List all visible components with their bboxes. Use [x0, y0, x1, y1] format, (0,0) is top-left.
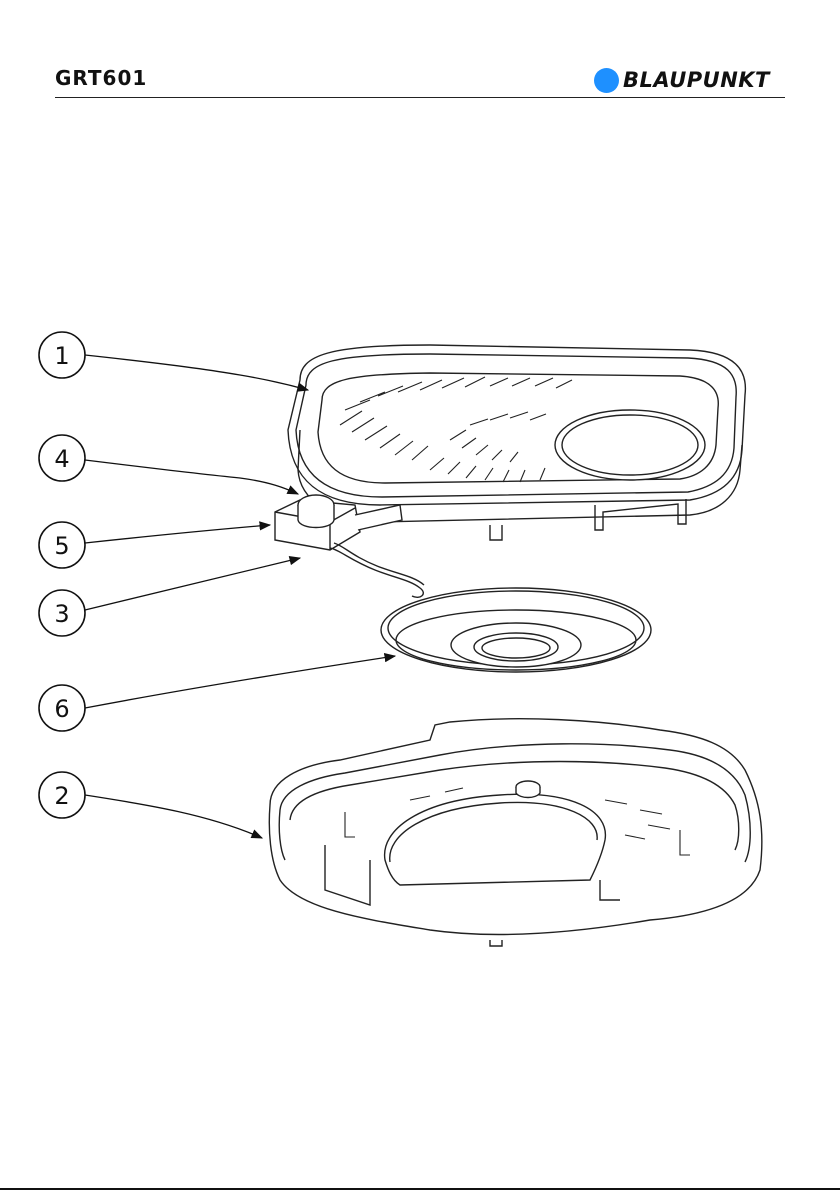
part-base — [269, 719, 762, 946]
callout-4: 4 — [39, 435, 298, 494]
callout-label: 6 — [54, 695, 69, 723]
footer-divider — [0, 1188, 840, 1190]
callout-1: 1 — [39, 332, 308, 390]
callout-6: 6 — [39, 656, 395, 731]
callout-2: 2 — [39, 772, 262, 838]
part-thermostat-control — [275, 495, 424, 597]
callout-5: 5 — [39, 522, 270, 568]
part-drip-tray — [381, 588, 651, 672]
callout-3: 3 — [39, 558, 300, 636]
callout-label: 5 — [54, 532, 69, 560]
callout-label: 2 — [54, 782, 69, 810]
callout-label: 1 — [54, 342, 69, 370]
callout-label: 4 — [54, 445, 69, 473]
callout-label: 3 — [54, 600, 69, 628]
